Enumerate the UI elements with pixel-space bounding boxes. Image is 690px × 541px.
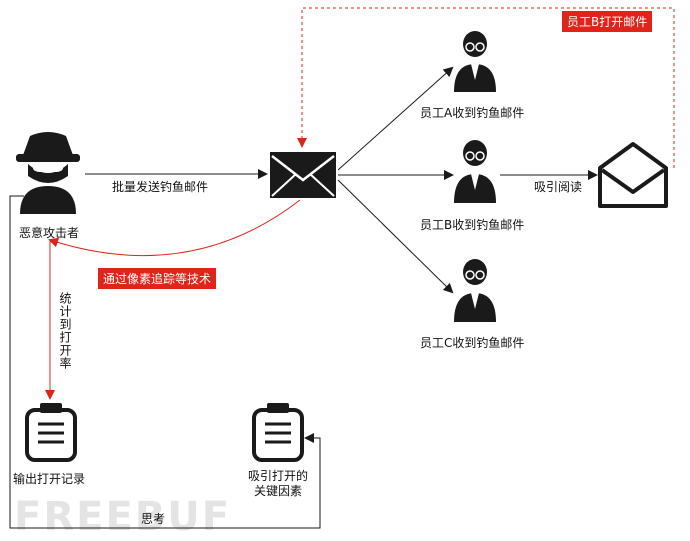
stat-rate-label: 统计到打开率: [58, 292, 72, 370]
to-employee-c-arrow: [337, 179, 454, 294]
factors-clipboard-icon: [252, 403, 304, 462]
employee-a-icon: [454, 31, 496, 92]
bulk-send-label: 批量发送钓鱼邮件: [112, 180, 209, 194]
mail-envelope-icon: [270, 152, 336, 198]
employee-c-label: 员工C收到钓鱼邮件: [420, 336, 525, 350]
pixel-tracking-tag: 通过像素追踪等技术: [98, 268, 217, 289]
factors-label-line1: 吸引打开的: [248, 469, 309, 483]
attacker-label: 恶意攻击者: [19, 226, 80, 240]
think-loop-arrow: [9, 195, 321, 529]
employee-b-icon: [454, 140, 496, 203]
employee-b-label: 员工B收到钓鱼邮件: [420, 218, 525, 232]
pixel-tracking-arrow: [48, 199, 301, 257]
employee-b-open-loop: [297, 7, 675, 168]
think-label: 思考: [141, 512, 166, 526]
factors-label-line2: 关键因素: [254, 484, 303, 498]
attract-read-label: 吸引阅读: [534, 180, 583, 194]
attacker-icon: [16, 132, 80, 214]
record-clipboard-icon: [25, 403, 77, 462]
opened-mail-icon: [598, 142, 668, 208]
employee-c-icon: [454, 259, 496, 322]
freebuf-watermark: FREEBUF: [14, 494, 232, 540]
employee-b-open-tag: 员工B打开邮件: [562, 11, 653, 32]
employee-a-label: 员工A收到钓鱼邮件: [420, 106, 525, 120]
record-label: 输出打开记录: [13, 472, 86, 486]
factors-label: 吸引打开的 关键因素: [248, 469, 308, 499]
to-employee-a-arrow: [337, 66, 454, 171]
